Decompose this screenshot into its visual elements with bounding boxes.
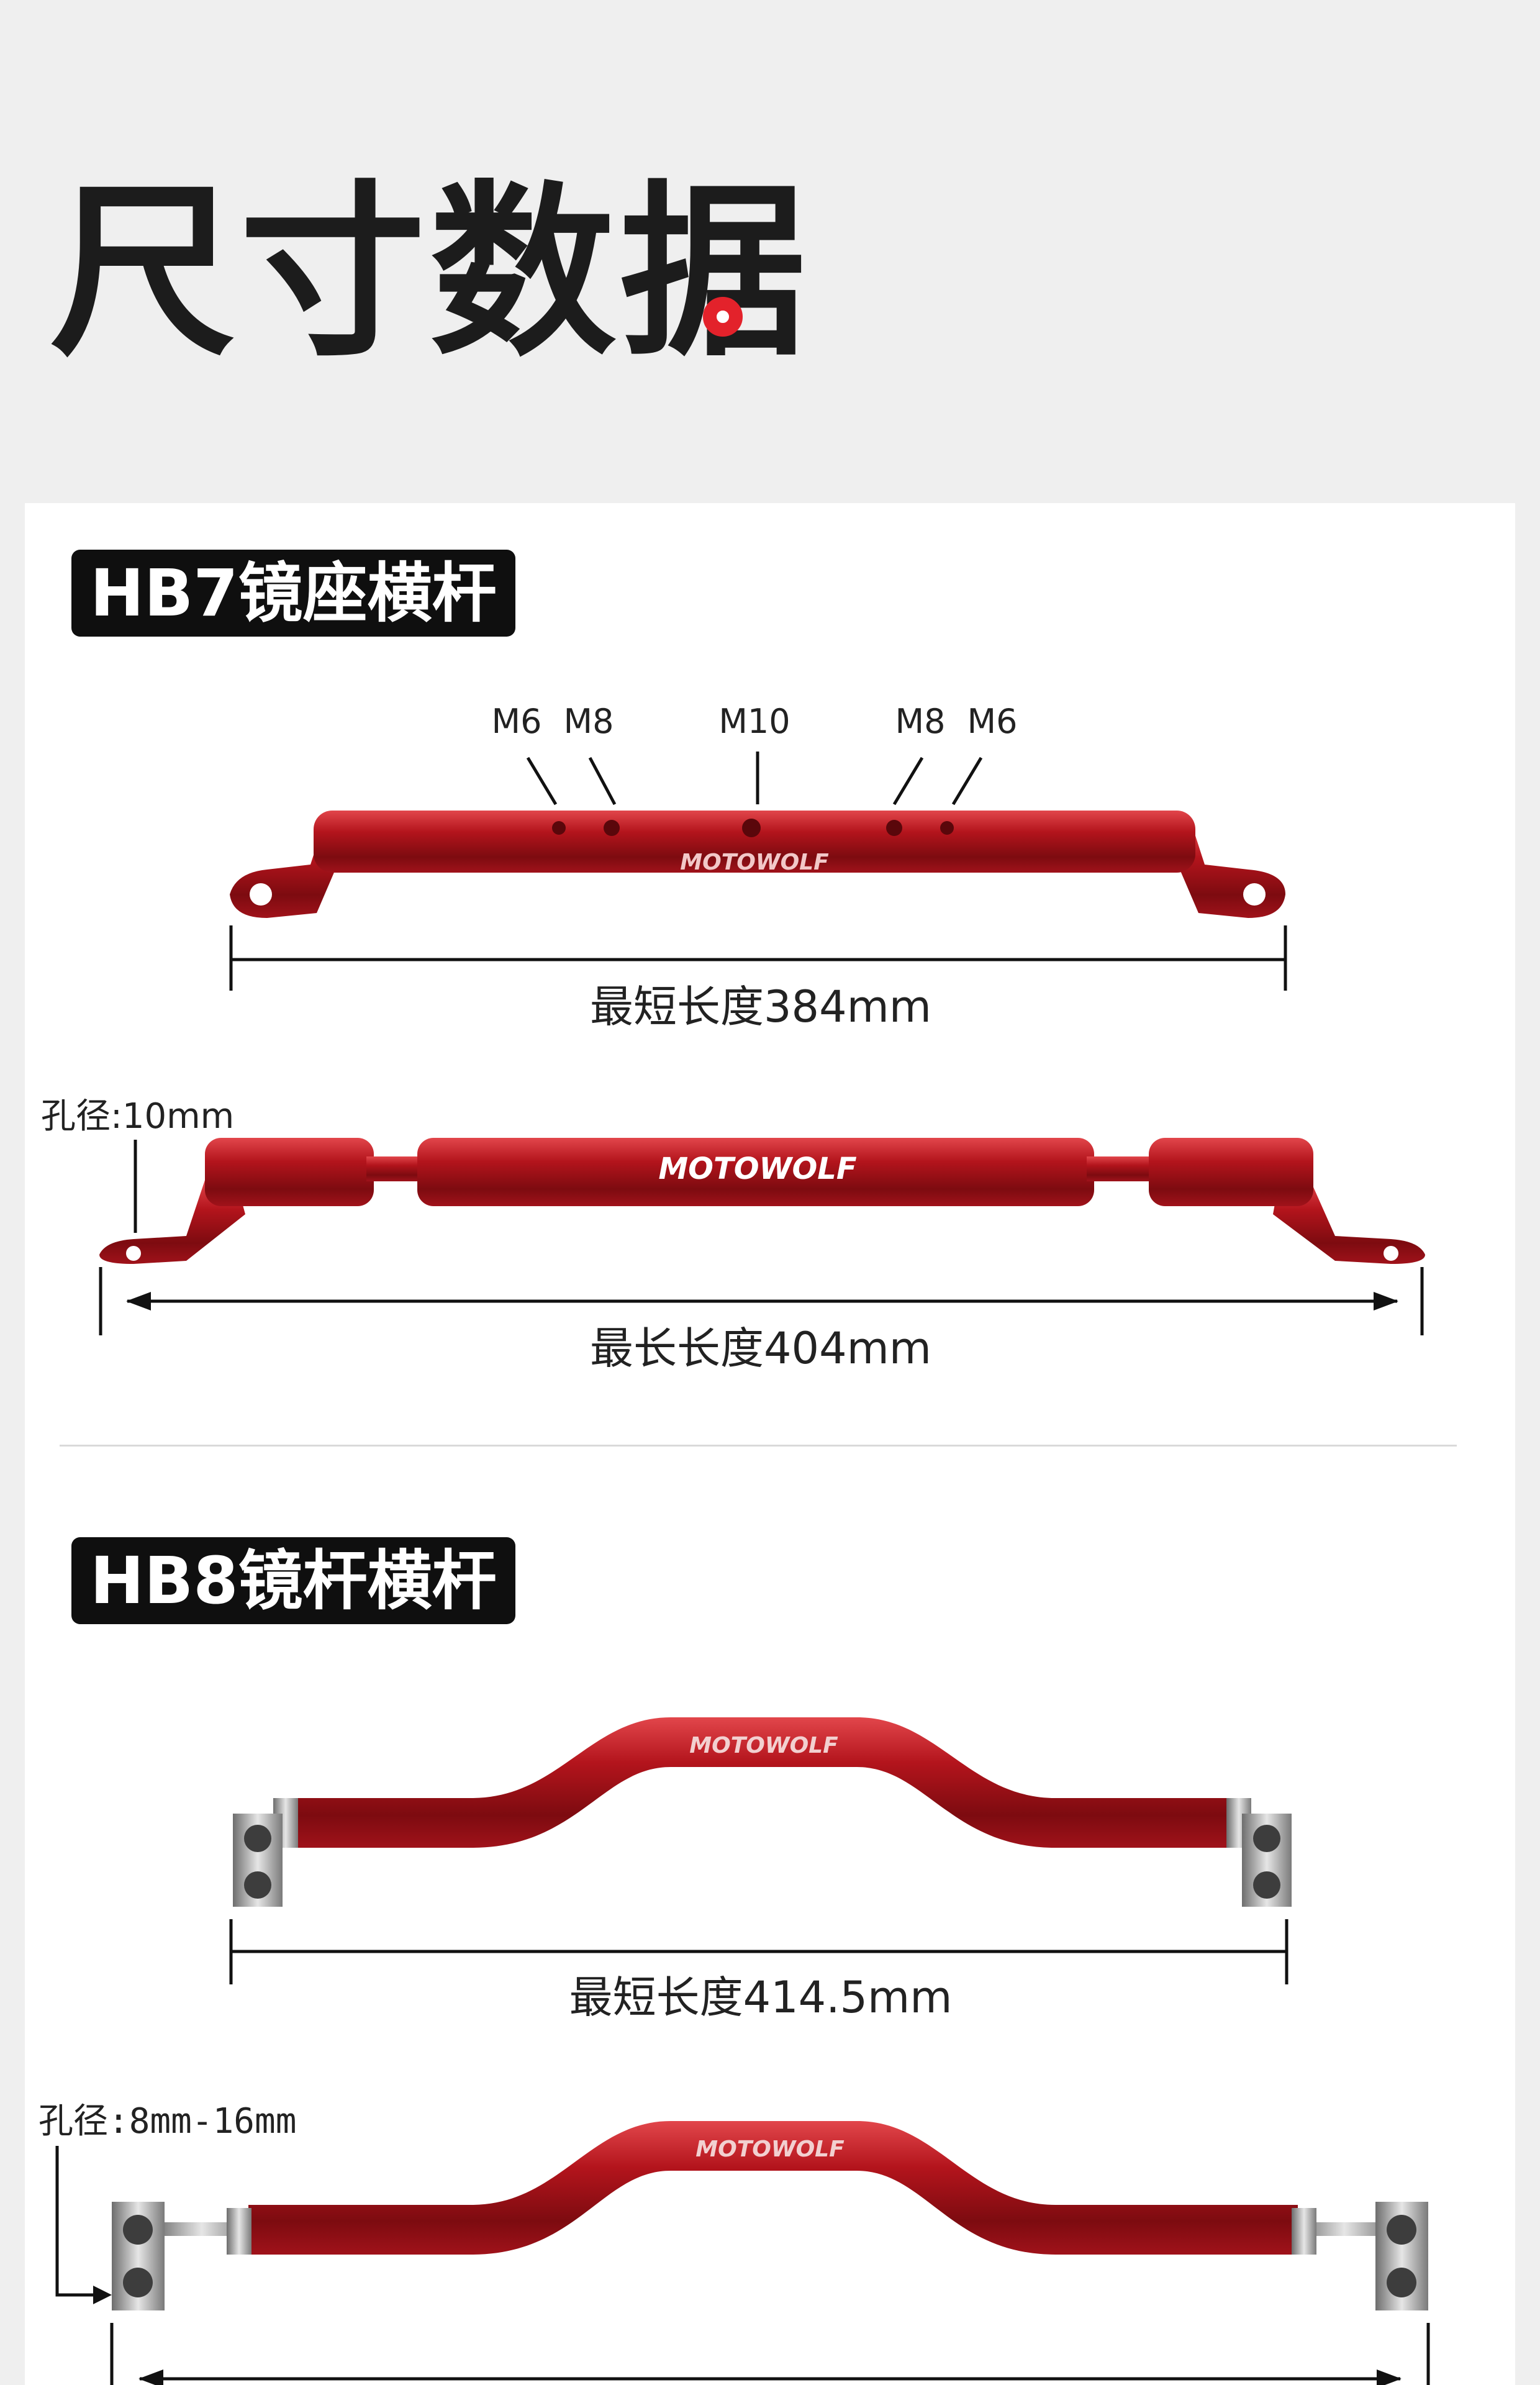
- hb8-hole-label: 孔径:8mm-16mm: [38, 2101, 297, 2142]
- hb7-thread-label: M6: [491, 702, 542, 741]
- hb7-short-dimension: [229, 925, 1287, 991]
- hb7-thread-label: M6: [967, 702, 1018, 741]
- hb7-long-length-label: 最长长度404mm: [590, 1323, 931, 1374]
- hb8-section-tag: HB8镜杆横杆: [71, 1537, 515, 1624]
- hb7-long-brand: MOTOWOLF: [658, 1152, 856, 1186]
- page-title-text: 尺寸数据: [50, 165, 810, 381]
- hb7-long-bar: MOTOWOLF: [99, 1138, 1425, 1264]
- hb7-thread-label: M8: [563, 702, 614, 741]
- hb7-hole-label: 孔径:10mm: [41, 1096, 235, 1137]
- hb8-hole-arrow: [93, 2286, 112, 2304]
- hb8-hole-leader: [55, 2146, 99, 2297]
- section-divider: [60, 1445, 1457, 1447]
- hb7-thread-label: M10: [718, 702, 790, 741]
- hb8-long-dimension: [110, 2323, 1430, 2385]
- hb8-short-length-label: 最短长度414.5mm: [569, 1972, 953, 2023]
- hb8-short-brand: MOTOWOLF: [689, 1733, 838, 1758]
- hb7-thread-leaders: [526, 752, 983, 806]
- hb7-section-tag: HB7镜座横杆: [71, 550, 515, 637]
- hb7-short-brand: MOTOWOLF: [680, 850, 829, 875]
- hb8-short-bar: MOTOWOLF: [233, 1717, 1292, 1907]
- hb7-thread-label: M8: [895, 702, 946, 741]
- hb8-short-dimension: [229, 1919, 1289, 1984]
- hb8-long-brand: MOTOWOLF: [695, 2137, 845, 2162]
- hb8-long-bar: MOTOWOLF: [112, 2121, 1428, 2310]
- hb7-long-dimension: [99, 1267, 1424, 1335]
- hb7-short-length-label: 最短长度384mm: [590, 981, 931, 1032]
- hb7-short-bar: MOTOWOLF: [230, 811, 1285, 918]
- title-accent-dot: [703, 297, 743, 337]
